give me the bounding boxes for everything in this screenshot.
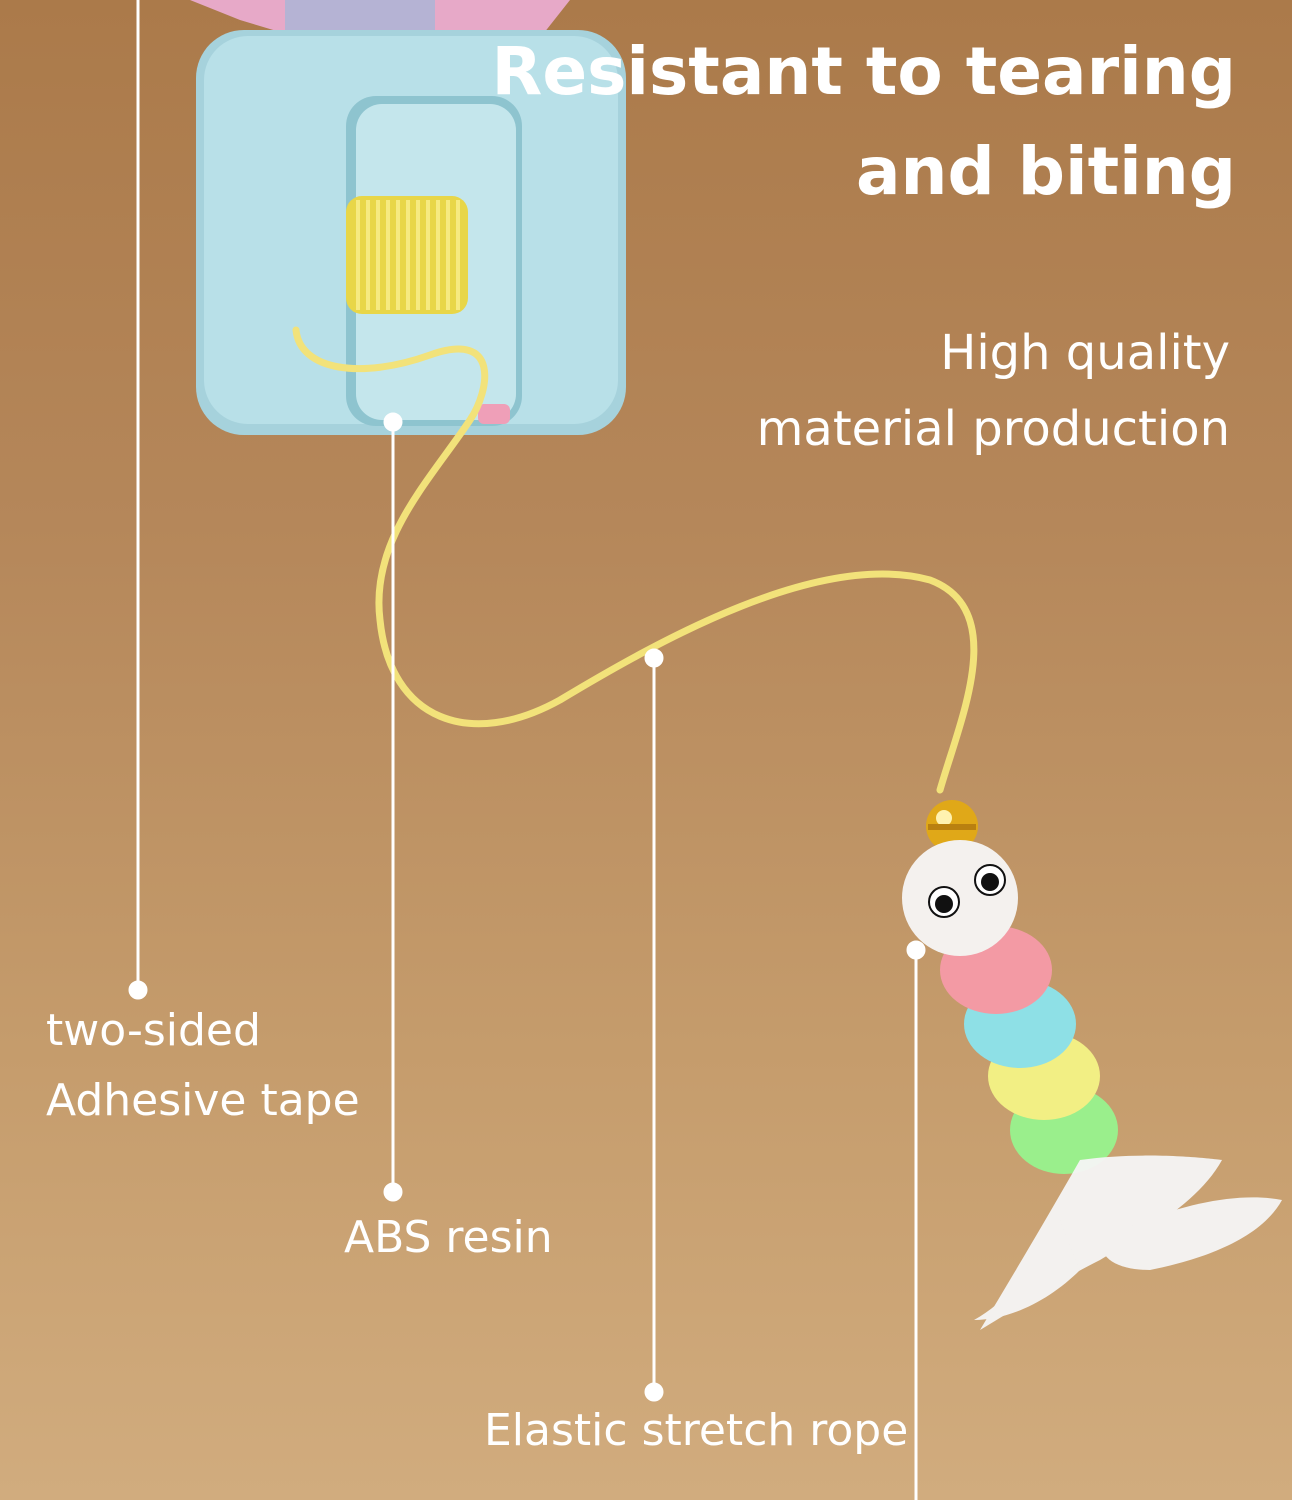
callout-abs-resin: ABS resin — [344, 1212, 553, 1263]
worm-leader-dot — [906, 940, 926, 960]
spring-coil — [346, 196, 468, 314]
bell-icon — [926, 800, 978, 852]
tape-leader-dot — [128, 980, 148, 1000]
callout-tape-line-2: Adhesive tape — [46, 1075, 360, 1126]
abs-leader-top-dot — [383, 412, 403, 432]
leader-lines — [128, 0, 926, 1500]
adhesive-tape-plate — [190, 0, 570, 38]
headline: Resistant to tearing and biting — [492, 22, 1237, 222]
callout-elastic-rope: Elastic stretch rope — [484, 1405, 909, 1456]
headline-line-1: Resistant to tearing — [491, 33, 1237, 110]
abs-leader-bottom-dot — [383, 1182, 403, 1202]
feather-tail — [974, 1155, 1282, 1330]
subheadline-line-1: High quality — [940, 325, 1230, 381]
subheadline-line-2: material production — [756, 401, 1230, 457]
callout-tape-line-1: two-sided — [46, 1005, 261, 1056]
callout-adhesive-tape: two-sided Adhesive tape — [46, 996, 360, 1136]
elastic-rope — [292, 326, 978, 794]
subheadline: High quality material production — [757, 315, 1230, 467]
rope-leader-top-dot — [644, 648, 664, 668]
worm-toy — [902, 840, 1118, 1174]
worm-head — [902, 840, 1018, 956]
rope-leader-bottom-dot — [644, 1382, 664, 1402]
headline-line-2: and biting — [855, 133, 1236, 210]
